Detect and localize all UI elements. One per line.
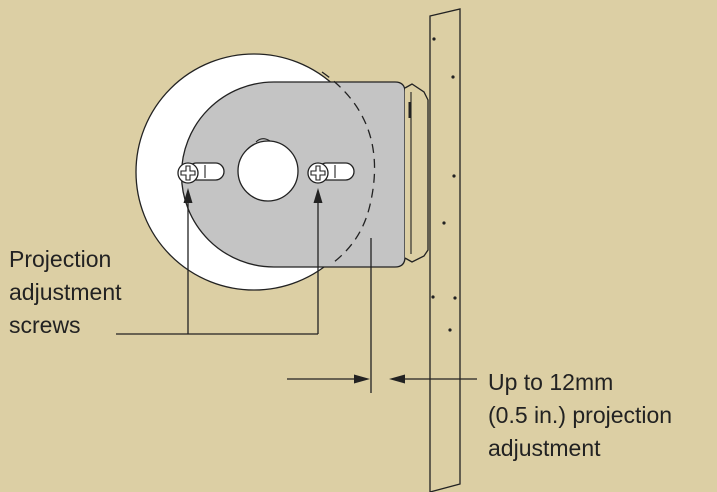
hidden-disc-outline bbox=[321, 71, 376, 263]
center-hole bbox=[237, 140, 299, 202]
hinge-bracket bbox=[404, 83, 429, 263]
right-screw-head bbox=[307, 162, 329, 184]
projection-label-line3: adjustment bbox=[488, 435, 601, 461]
screws-label-line3: screws bbox=[9, 312, 81, 338]
screws-label-line2: adjustment bbox=[9, 279, 122, 305]
wall-screw-holes bbox=[431, 37, 457, 332]
projection-label: Up to 12mm (0.5 in.) projection adjustme… bbox=[488, 366, 672, 465]
center-hole-notch bbox=[255, 138, 271, 143]
screws-label-line1: Projection bbox=[9, 246, 112, 272]
screws-callout-leader bbox=[116, 188, 323, 335]
projection-dimension bbox=[287, 238, 477, 393]
wall-plate bbox=[429, 8, 461, 492]
projection-label-line2: (0.5 in.) projection bbox=[488, 402, 673, 428]
left-screw-head bbox=[177, 162, 199, 184]
projection-label-line1: Up to 12mm bbox=[488, 369, 614, 395]
screws-label: Projection adjustment screws bbox=[9, 243, 122, 342]
